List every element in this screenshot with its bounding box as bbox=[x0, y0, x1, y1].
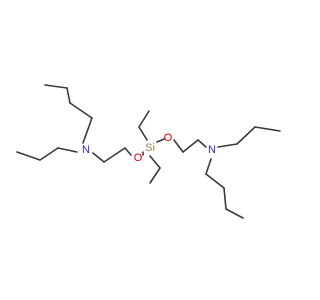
atom-label-oxygen: O bbox=[164, 132, 173, 144]
bond bbox=[16, 151, 41, 161]
left-ethylene-linker bbox=[92, 147, 132, 163]
bond bbox=[124, 147, 132, 156]
si-ethyl-lower bbox=[149, 155, 161, 184]
bond bbox=[138, 110, 150, 128]
bond bbox=[182, 139, 199, 153]
molecule-structure: N O Si O N bbox=[16, 84, 281, 219]
bond bbox=[82, 117, 93, 144]
si-ethyl-upper bbox=[138, 110, 150, 141]
bond bbox=[149, 155, 161, 169]
bond bbox=[66, 87, 71, 104]
right-upper-butyl-chain bbox=[217, 126, 281, 148]
bond bbox=[92, 152, 105, 163]
bond bbox=[205, 173, 225, 189]
atom-label-oxygen: O bbox=[134, 152, 143, 164]
bond bbox=[254, 126, 281, 132]
bond bbox=[44, 84, 68, 89]
bond bbox=[236, 126, 256, 145]
bond bbox=[225, 208, 244, 219]
bond bbox=[39, 147, 59, 161]
left-lower-butyl-chain bbox=[16, 147, 78, 161]
left-upper-butyl-chain bbox=[44, 84, 93, 144]
atom-label-nitrogen: N bbox=[82, 144, 90, 156]
bond bbox=[69, 102, 93, 119]
bond bbox=[217, 143, 238, 148]
bond-si-o-right bbox=[156, 138, 165, 143]
bond bbox=[57, 147, 78, 153]
atom-label-nitrogen: N bbox=[208, 144, 216, 156]
bond bbox=[103, 147, 126, 163]
bond bbox=[173, 139, 184, 153]
bond bbox=[197, 139, 207, 148]
bond bbox=[138, 126, 148, 141]
bond bbox=[205, 158, 212, 175]
bond bbox=[223, 187, 227, 210]
atom-label-silicon: Si bbox=[145, 142, 155, 154]
right-lower-butyl-chain bbox=[205, 158, 244, 219]
bond bbox=[149, 167, 161, 184]
right-ethylene-linker bbox=[173, 139, 207, 153]
